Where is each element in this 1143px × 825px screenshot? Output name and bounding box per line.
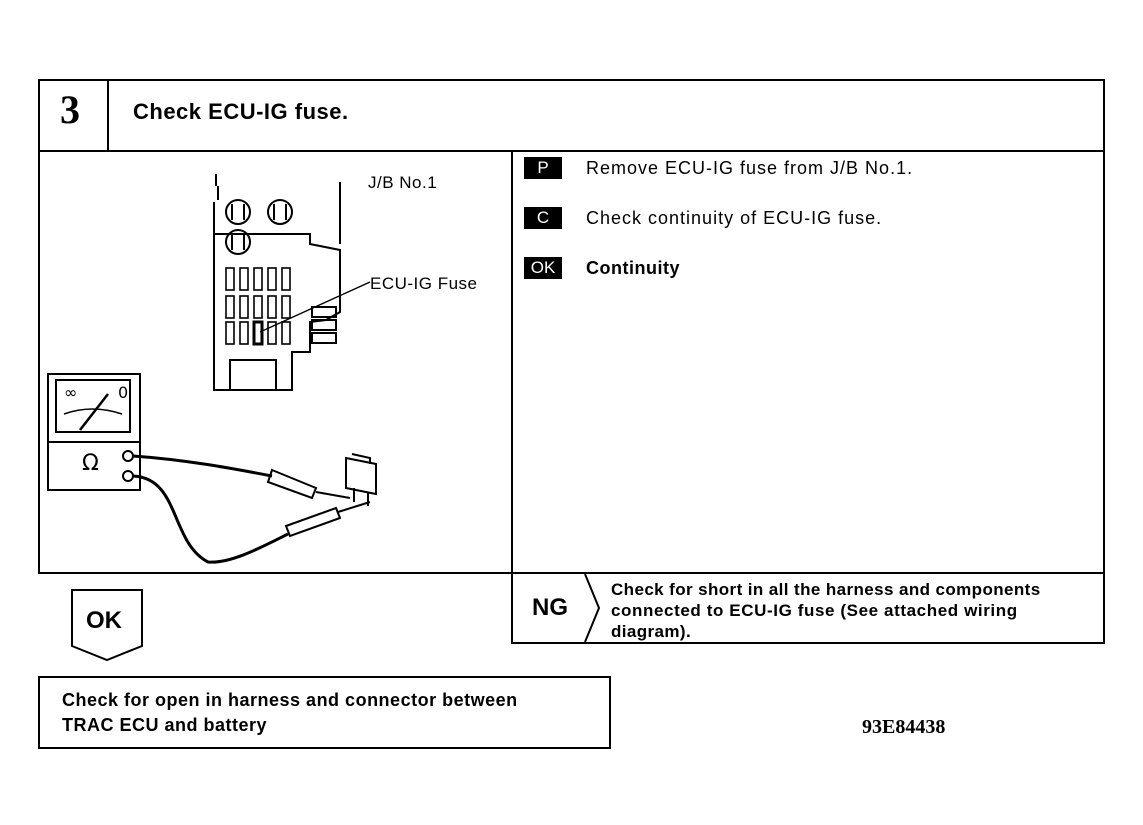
header-divider	[38, 150, 1105, 152]
step-title: Check ECU-IG fuse.	[133, 99, 349, 124]
meter-ohm-label: Ω	[82, 451, 99, 476]
ng-text-line-3: diagram).	[611, 622, 692, 641]
terminal-positive	[122, 450, 134, 462]
ng-chevron	[584, 574, 601, 642]
instruction-procedure: Remove ECU-IG fuse from J/B No.1.	[586, 158, 914, 178]
relay-1	[225, 199, 251, 225]
ohmmeter-dial	[55, 379, 131, 433]
next-step-box	[38, 676, 611, 749]
meter-needle	[79, 393, 109, 431]
ng-text-line-2: connected to ECU-IG fuse (See attached w…	[611, 601, 1018, 620]
figure-code: 93E84438	[862, 716, 946, 738]
meter-zero-label: 0	[118, 383, 128, 402]
removed-fuse	[345, 456, 377, 496]
ok-arrow	[71, 589, 143, 662]
badge-check: C	[524, 207, 562, 229]
ng-box	[511, 572, 1105, 644]
meter-infinity-label: ∞	[64, 383, 77, 402]
content-divider	[511, 150, 513, 574]
terminal-negative	[122, 470, 134, 482]
fuse-leader-line	[259, 281, 371, 333]
next-step-line-2: TRAC ECU and battery	[62, 715, 268, 735]
badge-procedure: P	[524, 157, 562, 179]
jb-label: J/B No.1	[368, 173, 438, 192]
fuse-label: ECU-IG Fuse	[370, 274, 478, 293]
next-step-line-1: Check for open in harness and connector …	[62, 690, 518, 710]
ok-arrow-label: OK	[86, 607, 122, 634]
ng-label: NG	[532, 594, 568, 621]
step-number: 3	[60, 87, 80, 132]
relay-3	[225, 229, 251, 255]
instruction-check: Check continuity of ECU-IG fuse.	[586, 208, 883, 228]
instruction-ok-result: Continuity	[586, 258, 680, 278]
test-lead-1	[132, 454, 273, 478]
relay-2	[267, 199, 293, 225]
ecu-ig-fuse-slot	[252, 320, 264, 346]
fuse-check-illustration: ∞ 0 Ω	[47, 174, 377, 564]
ng-text-line-1: Check for short in all the harness and c…	[611, 580, 1041, 599]
ohmmeter-body	[47, 373, 141, 491]
test-lead-2	[132, 474, 289, 564]
badge-ok: OK	[524, 257, 562, 279]
step-number-divider	[107, 79, 109, 151]
